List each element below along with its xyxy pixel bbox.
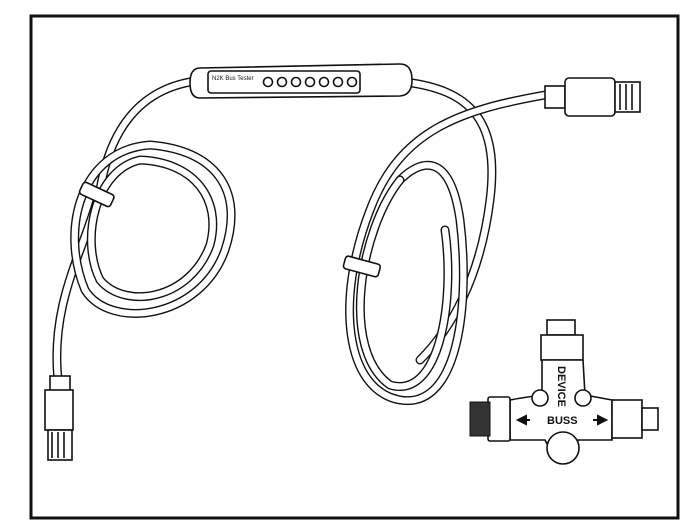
led-indicator bbox=[262, 76, 274, 88]
led-indicator bbox=[276, 76, 288, 88]
led-indicator bbox=[290, 76, 302, 88]
right-cable bbox=[345, 77, 550, 406]
right-connector bbox=[544, 77, 641, 117]
led-indicator bbox=[318, 76, 330, 88]
left-cable bbox=[52, 75, 236, 385]
tester-label: N2K Bus Tester bbox=[212, 76, 254, 82]
tee-device-label: DEVICE bbox=[555, 366, 567, 407]
left-connector bbox=[44, 375, 74, 461]
tee-connector bbox=[469, 319, 659, 465]
frame-border bbox=[29, 14, 680, 520]
cable-tie-right bbox=[342, 255, 382, 278]
cable-tie-left bbox=[78, 181, 115, 208]
led-indicator bbox=[304, 76, 316, 88]
led-indicator bbox=[332, 76, 344, 88]
led-indicator bbox=[346, 76, 358, 88]
tee-buss-label: BUSS bbox=[547, 415, 578, 427]
